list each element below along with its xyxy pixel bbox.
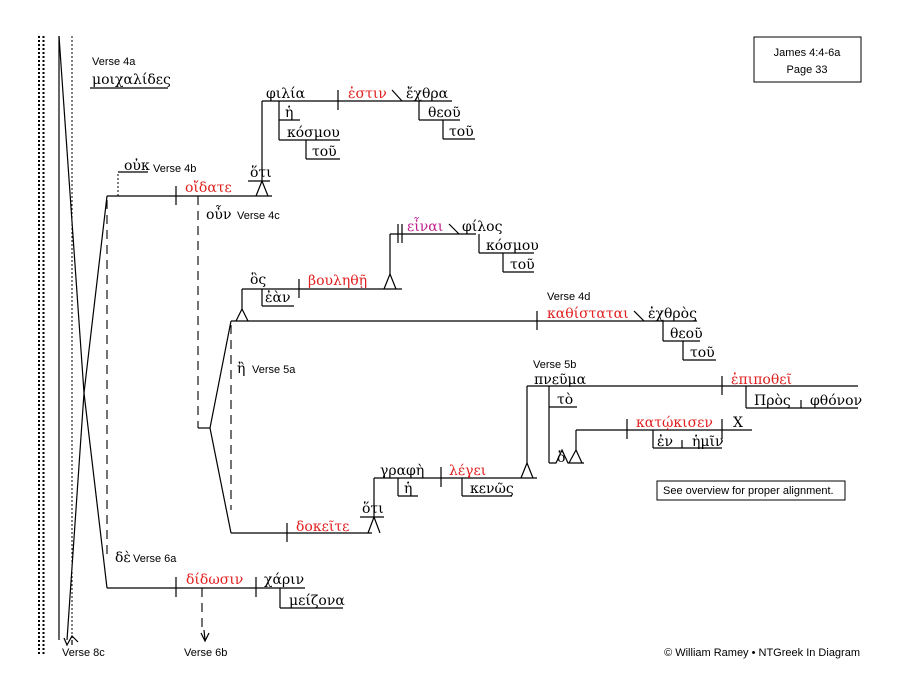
title-box: James 4:4-6a Page 33 (753, 36, 862, 83)
verse-5b-label: Verse 5b (533, 359, 576, 371)
word-echthros: ἐχθρὸς (648, 305, 697, 322)
verse-5a-label: Verse 5a (252, 364, 296, 376)
word-philos: φίλος (462, 218, 503, 235)
word-moichalides: μοιχαλίδες (92, 71, 171, 88)
verb-legei: λέγει (449, 462, 486, 479)
word-x: X (733, 415, 743, 431)
verb-oidate: οἴδατε (185, 179, 232, 196)
infinitive-einai: εἶναι (407, 216, 443, 235)
word-hemin: ἡμῖν (692, 433, 724, 450)
left-rail (38, 36, 73, 656)
word-oun: οὖν (206, 204, 231, 223)
word-tou-1: τοῦ (312, 144, 337, 160)
verse-5a-group: ἢ Verse 5a δοκεῖτε ὅτι γραφὴ ἡ λέγει κεν… (230, 325, 537, 542)
verb-epipothei: ἐπιποθεῖ (731, 371, 792, 388)
word-tou-2: τοῦ (449, 124, 474, 140)
word-philia: φιλία (266, 85, 306, 102)
main-backbone (58, 35, 108, 647)
word-hos: ὃς (250, 271, 266, 288)
word-graphe: γραφὴ (380, 463, 424, 479)
word-ouk: οὐκ (124, 157, 150, 174)
word-he-2: ἡ (404, 480, 412, 497)
overview-note-box: See overview for proper alignment. (656, 480, 846, 501)
word-tou-3: τοῦ (510, 257, 535, 273)
verse-4b-group: οὐκ Verse 4b οἴδατε οὖν Verse 4c (106, 157, 280, 560)
verse-8c-label: Verse 8c (62, 647, 105, 659)
word-kosmou-2: κόσμου (486, 238, 539, 254)
word-hoti-1: ὅτι (250, 164, 272, 181)
word-kenos: κενῶς (470, 481, 514, 497)
word-pros: Πρὸς (754, 393, 791, 409)
verse-4c-label: Verse 4c (237, 210, 280, 222)
word-phthonon: φθόνον (810, 393, 862, 409)
verse-6a-label: Verse 6a (133, 553, 177, 565)
verse-4b-label: Verse 4b (153, 163, 196, 175)
verse-4d-label: Verse 4d (547, 291, 590, 303)
verse-6b-label: Verse 6b (184, 647, 227, 659)
verb-estin: ἐστιν (348, 85, 387, 102)
word-echthra: ἔχθρα (406, 85, 449, 102)
title-line-2: Page 33 (787, 64, 828, 76)
verse-4a-group: Verse 4a μοιχαλίδες (90, 56, 171, 89)
word-de: δὲ (115, 549, 131, 566)
word-charin: χάριν (264, 572, 304, 588)
verse-4a-label: Verse 4a (92, 56, 136, 68)
word-he-1: ἡ (285, 104, 293, 121)
word-ho: ὃ (557, 449, 565, 466)
verb-kathistatai: καθίσταται (547, 305, 629, 322)
verb-boulethe: βουληθῇ (308, 273, 367, 289)
overview-note: See overview for proper alignment. (663, 485, 834, 497)
word-hoti-2: ὅτι (362, 500, 384, 517)
hoti-clause-1: ὅτι φιλία ἐστιν ἔχθρα ἡ κόσμου τοῦ θεοῦ … (248, 85, 475, 197)
word-pneuma: πνεῦμα (534, 372, 587, 388)
word-kosmou-1: κόσμου (287, 125, 340, 141)
verb-dokeite: δοκεῖτε (296, 519, 349, 535)
word-theou-1: θεοῦ (428, 105, 461, 121)
word-to: τὸ (557, 392, 573, 408)
word-e: ἢ (237, 360, 245, 377)
word-en: ἐν (657, 433, 673, 450)
verb-katokisen: κατῴκισεν (636, 415, 713, 431)
verse-5b-group: Verse 5b πνεῦμα ἐπιποθεῖ τὸ Πρὸς φθόνον … (527, 359, 862, 466)
verse-4d-group: Verse 4d καθίσταται ἐχθρὸς θεοῦ τοῦ (198, 291, 716, 534)
verse-6a-group: δὲ Verse 6a δίδωσιν χάριν μείζονα (107, 549, 345, 643)
word-ean: ἐὰν (265, 289, 290, 306)
word-meizona: μείζονα (289, 592, 345, 609)
copyright: © William Ramey • NTGreek In Diagram (664, 647, 860, 659)
title-line-1: James 4:4-6a (774, 47, 842, 59)
verb-didosin: δίδωσιν (186, 571, 243, 588)
subject-clause-boulethe: ὃς ἐὰν βουληθῇ εἶναι φίλος κόσμου τοῦ (235, 216, 539, 322)
word-tou-4: τοῦ (690, 345, 715, 361)
word-theou-2: θεοῦ (670, 326, 703, 342)
